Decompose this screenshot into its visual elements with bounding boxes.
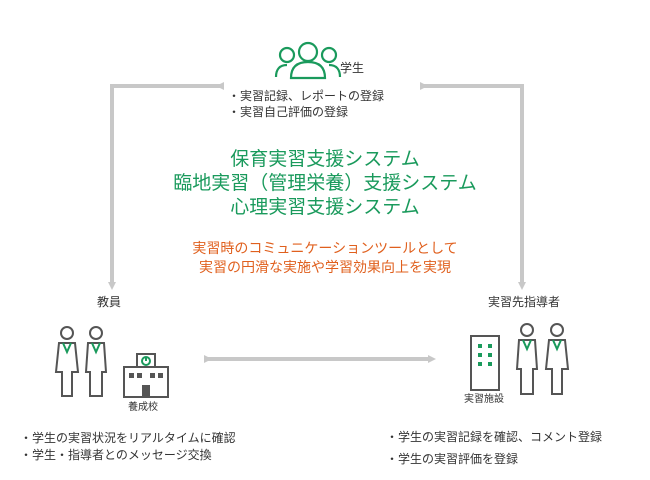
system-name: 臨地実習（管理栄養）支援システム <box>173 172 477 194</box>
arrow-student-teacher <box>108 82 224 290</box>
tagline-line: 実習の円滑な実施や学習効果向上を実現 <box>199 260 451 276</box>
student-items: ・実習記録、レポートの登録 ・実習自己評価の登録 <box>228 88 384 120</box>
system-names: 保育実習支援システム 臨地実習（管理栄養）支援システム 心理実習支援システム <box>0 147 650 219</box>
system-name: 保育実習支援システム <box>230 148 420 170</box>
list-item: ・実習自己評価の登録 <box>228 105 349 119</box>
tagline: 実習時のコミュニケーションツールとして 実習の円滑な実施や学習効果向上を実現 <box>0 240 650 278</box>
list-item: ・学生・指導者とのメッセージ交換 <box>20 448 212 462</box>
teacher-items: ・学生の実習状況をリアルタイムに確認 ・学生・指導者とのメッセージ交換 <box>20 430 236 464</box>
list-item: ・学生の実習記録を確認、コメント登録 <box>386 430 603 444</box>
list-item: ・学生の実習状況をリアルタイムに確認 <box>20 431 236 445</box>
teacher-label: 教員 <box>97 295 122 309</box>
person-icon <box>54 326 80 397</box>
system-name: 心理実習支援システム <box>230 196 420 218</box>
person-icon <box>515 323 539 395</box>
users-icon <box>274 41 342 80</box>
person-icon <box>84 326 108 397</box>
facility-building-icon <box>470 335 500 391</box>
student-label: 学生 <box>340 61 365 75</box>
school-label: 養成校 <box>128 402 158 413</box>
list-item: ・学生の実習評価を登録 <box>386 452 519 466</box>
facility-label: 実習施設 <box>464 394 504 405</box>
list-item: ・実習記録、レポートの登録 <box>228 89 385 103</box>
instructor-label: 実習先指導者 <box>488 295 561 309</box>
arrow-student-instructor <box>420 82 526 290</box>
tagline-line: 実習時のコミュニケーションツールとして <box>192 241 458 257</box>
instructor-items: ・学生の実習記録を確認、コメント登録 ・学生の実習評価を登録 <box>386 426 602 470</box>
school-building-icon <box>123 353 169 398</box>
person-icon <box>544 323 570 395</box>
